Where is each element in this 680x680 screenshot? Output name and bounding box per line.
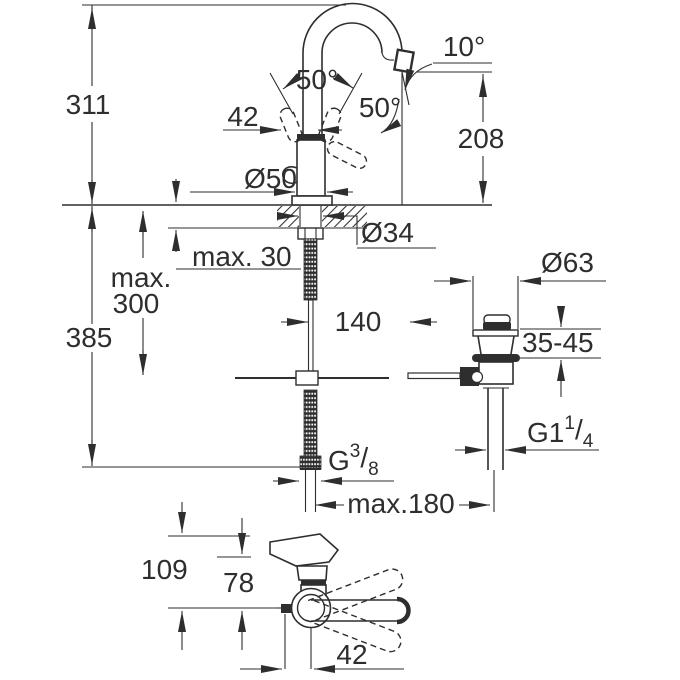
- mounting-nut: [297, 227, 324, 240]
- drain-tailpipe: [487, 388, 504, 470]
- pull-rod: [307, 299, 314, 372]
- front-view-dimensions: 109 78 42: [141, 502, 404, 673]
- hose-connector: [299, 455, 322, 470]
- supply-thread-label: G3/8: [328, 441, 379, 480]
- aerator-nozzle: [392, 48, 416, 74]
- dia-34-label: Ø34: [361, 217, 414, 248]
- dim-311-label: 311: [66, 89, 111, 120]
- dim-3545-label: 35-45: [522, 327, 594, 358]
- dim-max30-label: max. 30: [192, 241, 292, 272]
- spout-riser: [302, 53, 323, 136]
- side-view-dimensions: 311 385 max. 300 42 50° 50° 10° 208: [66, 5, 505, 519]
- angle-50-top-label: 50°: [296, 64, 338, 95]
- dim-109-label: 109: [141, 554, 188, 585]
- dia-50-label: Ø50: [244, 163, 297, 194]
- dim-78-label: 78: [223, 567, 254, 598]
- drain-flange: [472, 329, 519, 337]
- lever-position-down: [306, 599, 402, 653]
- dim-208-label: 208: [458, 123, 505, 154]
- base-flange: [291, 195, 333, 206]
- drain-pull-rod: [407, 372, 461, 380]
- drain-thread-label: G11/4: [527, 413, 594, 452]
- front-spout: [269, 533, 340, 567]
- angle-50-side-label: 50°: [359, 92, 401, 123]
- dim-140-label: 140: [335, 306, 382, 337]
- dim-385-label: 385: [66, 322, 113, 353]
- spout-outer-arc: [302, 2, 403, 54]
- drain-assembly: [407, 314, 520, 512]
- dim-42-bottom-label: 42: [336, 639, 367, 670]
- dia-63-label: Ø63: [541, 247, 594, 278]
- side-hook: [281, 166, 298, 185]
- lever-position-up: [307, 568, 404, 621]
- drain-oring: [472, 354, 520, 362]
- flexible-hose: [303, 389, 318, 457]
- front-collar: [296, 565, 328, 581]
- handle-position-left: [279, 107, 303, 143]
- dim-max180-label: max.180: [347, 488, 454, 519]
- drain-body: [478, 361, 514, 385]
- angle-10-label: 10°: [443, 31, 485, 62]
- reference-lines: [62, 4, 492, 468]
- spout-inner-arc: [321, 22, 383, 54]
- faucet-side-view: [235, 2, 416, 512]
- dim-max300-label-1: max.: [111, 262, 172, 293]
- dim-42-top-label: 42: [227, 101, 258, 132]
- drain-dimensions: Ø63 35-45 G11/4: [434, 247, 606, 454]
- faucet-body: [296, 139, 326, 197]
- threaded-stud: [303, 238, 318, 301]
- lever-end-cap: [396, 596, 411, 625]
- handle-position-down: [326, 140, 368, 170]
- dim-max300-label-2: 300: [113, 288, 160, 319]
- faucet-front-view: [269, 533, 411, 653]
